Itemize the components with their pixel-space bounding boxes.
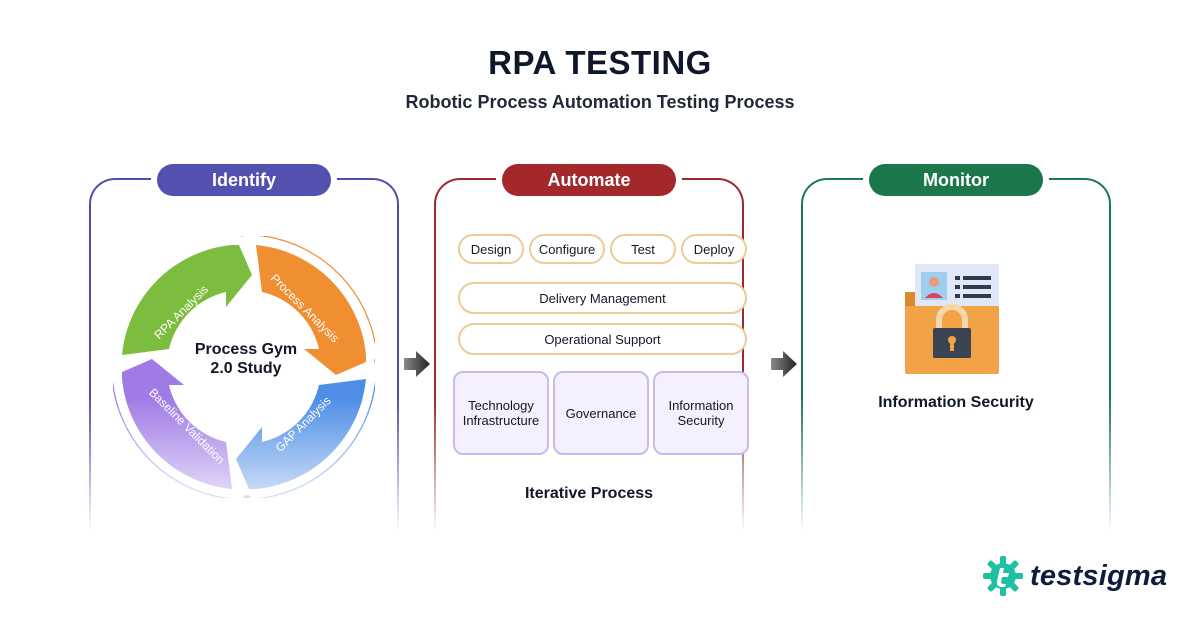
information-security-box: Information Security xyxy=(653,371,749,455)
automate-panel: Automate Design Configure Test Deploy De… xyxy=(432,164,749,548)
baseline-validation-label: Baseline Validation xyxy=(146,385,227,466)
brand-logo: testsigma xyxy=(982,555,1167,597)
step-configure: Configure xyxy=(529,234,605,264)
step-design: Design xyxy=(458,234,524,264)
process-guide-dot xyxy=(374,358,375,364)
gap-guide-dot xyxy=(243,495,251,498)
monitor-panel: Monitor Information Security xyxy=(799,164,1113,548)
brand-name: testsigma xyxy=(1030,559,1168,592)
arrow-right-icon xyxy=(404,351,430,377)
monitor-heading: Monitor xyxy=(869,164,1043,196)
page-subtitle: Robotic Process Automation Testing Proce… xyxy=(405,92,795,112)
rpa-guide-dot xyxy=(240,236,244,237)
rpa-analysis-segment xyxy=(122,245,252,355)
governance-box: Governance xyxy=(553,371,649,455)
gap-analysis-label: GAP Analysis xyxy=(273,394,334,455)
delivery-management-bar: Delivery Management xyxy=(458,282,747,314)
identify-heading: Identify xyxy=(157,164,331,196)
page-title: RPA TESTING xyxy=(488,44,712,81)
technology-infrastructure-box: Technology Infrastructure xyxy=(453,371,549,455)
process-analysis-segment xyxy=(256,245,366,375)
arrow-right-icon xyxy=(771,351,797,377)
baseline-validation-segment xyxy=(122,359,232,489)
iterative-process-label: Iterative Process xyxy=(524,485,654,502)
secure-folder-icon xyxy=(905,264,999,374)
gap-analysis-segment xyxy=(236,379,366,489)
automate-heading: Automate xyxy=(502,164,676,196)
step-test: Test xyxy=(610,234,676,264)
step-deploy: Deploy xyxy=(681,234,747,264)
operational-support-bar: Operational Support xyxy=(458,323,747,355)
identify-panel: Identify RPA Analysis Process Analysis G… xyxy=(87,164,401,548)
information-security-label: Information Security xyxy=(878,394,1034,411)
cycle-center-label: Process Gym 2.0 Study xyxy=(194,341,298,377)
process-guide-arc xyxy=(257,236,375,347)
testsigma-logo-icon xyxy=(983,556,1023,596)
